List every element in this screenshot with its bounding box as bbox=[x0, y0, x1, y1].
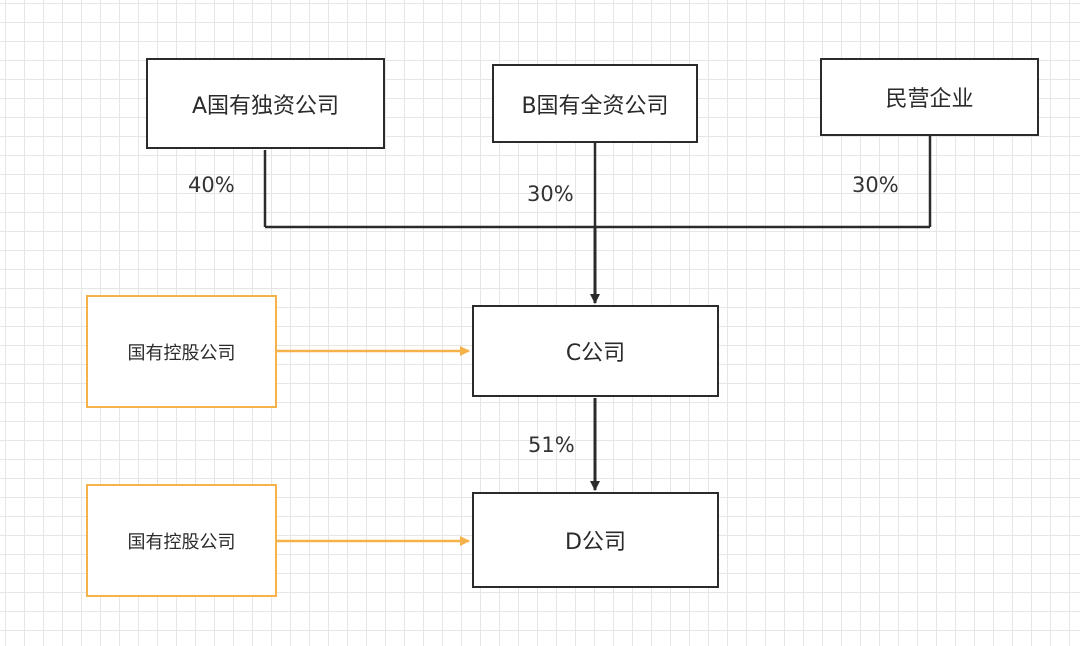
node-state-controlled-1: 国有控股公司 bbox=[86, 295, 277, 408]
node-c-company: C公司 bbox=[472, 305, 719, 397]
edge-label-private: 30% bbox=[852, 173, 899, 197]
node-d-label: D公司 bbox=[565, 530, 626, 555]
node-a-state-sole-owned: A国有独资公司 bbox=[146, 58, 385, 149]
node-private-label: 民营企业 bbox=[885, 87, 974, 112]
edge-label-a: 40% bbox=[188, 173, 235, 197]
node-private-enterprise: 民营企业 bbox=[820, 58, 1039, 136]
node-d-company: D公司 bbox=[472, 492, 719, 588]
edge-label-b: 30% bbox=[527, 182, 574, 206]
node-state-controlled-2: 国有控股公司 bbox=[86, 484, 277, 597]
edge-label-c-to-d: 51% bbox=[528, 433, 575, 457]
node-sc2-label: 国有控股公司 bbox=[127, 531, 236, 553]
node-b-state-wholly-owned: B国有全资公司 bbox=[492, 64, 698, 143]
node-a-label: A国有独资公司 bbox=[191, 93, 340, 119]
node-b-label: B国有全资公司 bbox=[521, 93, 669, 119]
node-c-label: C公司 bbox=[565, 341, 626, 366]
node-sc1-label: 国有控股公司 bbox=[127, 342, 236, 364]
